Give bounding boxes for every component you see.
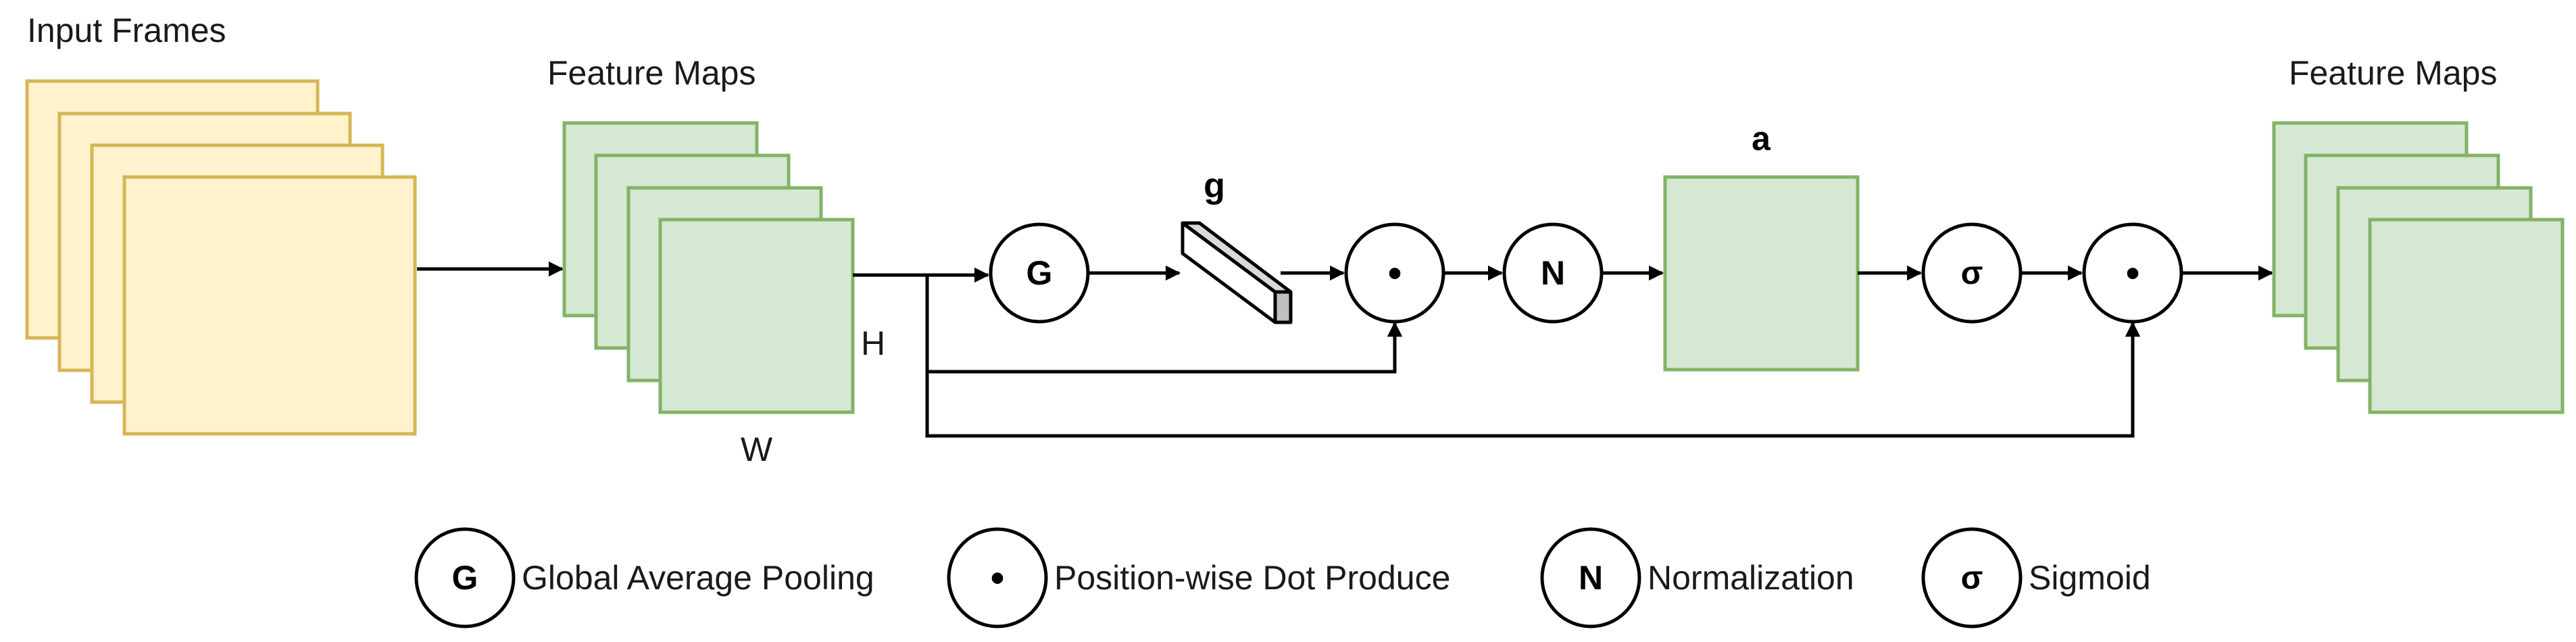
- legend-sigmoid-label: Sigmoid: [2029, 559, 2151, 597]
- input-frames-stack: [25, 79, 417, 436]
- dot-symbol-2: •: [2126, 251, 2139, 295]
- legend-normalization-symbol: N: [1579, 559, 1603, 597]
- feature-map-4: [658, 218, 855, 414]
- attention-map-a: [1663, 175, 1860, 372]
- legend-normalization-label: Normalization: [1648, 559, 1854, 597]
- feature-maps-mid-label: Feature Maps: [547, 54, 756, 92]
- dot-symbol-1: •: [1388, 251, 1402, 295]
- normalization-symbol: N: [1541, 254, 1565, 292]
- g-vector-bar: [1181, 221, 1293, 324]
- legend-sigmoid-symbol: σ: [1961, 560, 1983, 596]
- legend-normalization-circle: [1540, 527, 1641, 628]
- legend-dot-circle: [947, 527, 1048, 628]
- legend-global-pool-label: Global Average Pooling: [522, 559, 874, 597]
- legend: G Global Average Pooling • Position-wise…: [414, 527, 2151, 628]
- height-label: H: [861, 324, 885, 362]
- legend-dot-symbol: •: [991, 556, 1004, 600]
- input-frame-4: [122, 175, 417, 436]
- feature-maps-out-label: Feature Maps: [2289, 54, 2497, 92]
- feature-maps-stack-out: [2272, 121, 2565, 414]
- legend-global-pool-circle: [414, 527, 516, 628]
- a-label: a: [1752, 120, 1771, 157]
- sigmoid-symbol: σ: [1961, 255, 1983, 291]
- output-feature-map-4: [2368, 218, 2565, 414]
- legend-sigmoid-circle: [1921, 527, 2023, 628]
- width-label: W: [741, 430, 773, 468]
- skip-connection-1: [925, 275, 1403, 374]
- skip-connection-2: [925, 321, 2141, 438]
- g-label: g: [1204, 166, 1225, 205]
- legend-dot-label: Position-wise Dot Produce: [1054, 559, 1450, 597]
- feature-maps-stack-mid: [562, 121, 855, 414]
- legend-global-pool-symbol: G: [452, 559, 478, 597]
- input-frames-label: Input Frames: [27, 11, 226, 49]
- global-pool-symbol: G: [1026, 254, 1053, 292]
